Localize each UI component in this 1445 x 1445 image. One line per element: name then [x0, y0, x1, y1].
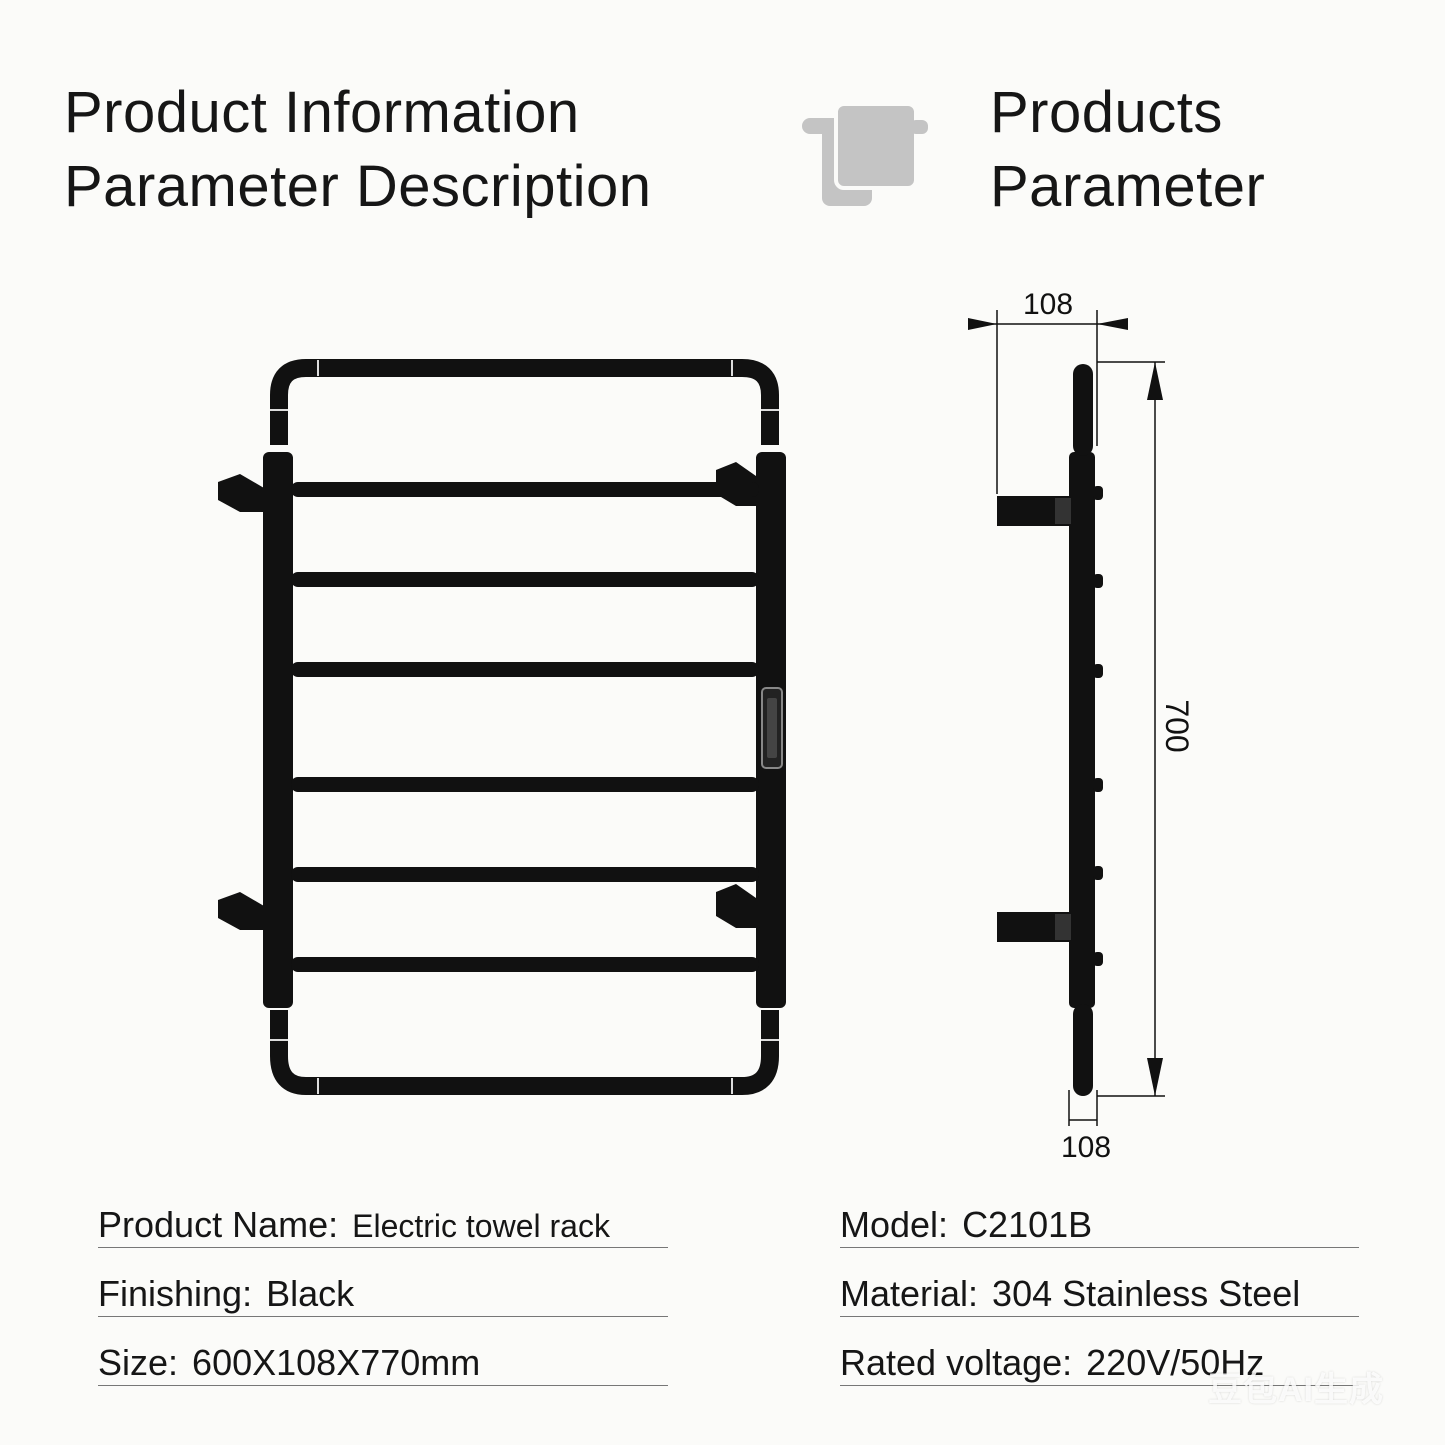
- spec-model-value: C2101B: [962, 1204, 1093, 1245]
- spec-size-label: Size:: [98, 1342, 179, 1383]
- spec-size-value: 600X108X770mm: [192, 1342, 481, 1383]
- watermark: 豆包AI生成: [1208, 1371, 1384, 1409]
- spec-product-name-value: Electric towel rack: [352, 1208, 610, 1244]
- spec-model: Model: C2101B: [840, 1203, 1359, 1248]
- towel-rack-logo-icon: [800, 100, 930, 210]
- dimension-bottom-depth: 108: [1061, 1131, 1111, 1164]
- spec-finishing: Finishing: Black: [98, 1272, 668, 1317]
- heading-products-parameter: Products Parameter: [990, 76, 1265, 224]
- heading-right-line1: Products: [990, 80, 1223, 145]
- spec-product-name: Product Name: Electric towel rack: [98, 1203, 668, 1248]
- spec-material-label: Material:: [840, 1273, 979, 1314]
- front-view-towel-rack: [218, 359, 786, 1095]
- spec-finishing-label: Finishing:: [98, 1273, 253, 1314]
- spec-finishing-value: Black: [266, 1273, 355, 1314]
- side-view-towel-rack: [968, 310, 1165, 1126]
- spec-size: Size: 600X108X770mm: [98, 1341, 668, 1386]
- heading-product-information: Product Information Parameter Descriptio…: [64, 76, 652, 224]
- spec-rated-voltage-value: 220V/50Hz: [1086, 1342, 1265, 1383]
- spec-material-value: 304 Stainless Steel: [992, 1273, 1301, 1314]
- heading-right-line2: Parameter: [990, 154, 1266, 219]
- spec-model-label: Model:: [840, 1204, 949, 1245]
- spec-material: Material: 304 Stainless Steel: [840, 1272, 1359, 1317]
- dimension-height: 700: [1159, 699, 1195, 752]
- spec-product-name-label: Product Name:: [98, 1204, 339, 1245]
- heading-left-line2: Parameter Description: [64, 154, 652, 219]
- heading-left-line1: Product Information: [64, 80, 580, 145]
- spec-rated-voltage: Rated voltage: 220V/50Hz: [840, 1341, 1359, 1386]
- spec-rated-voltage-label: Rated voltage:: [840, 1342, 1073, 1383]
- dimension-top-depth: 108: [1023, 288, 1073, 321]
